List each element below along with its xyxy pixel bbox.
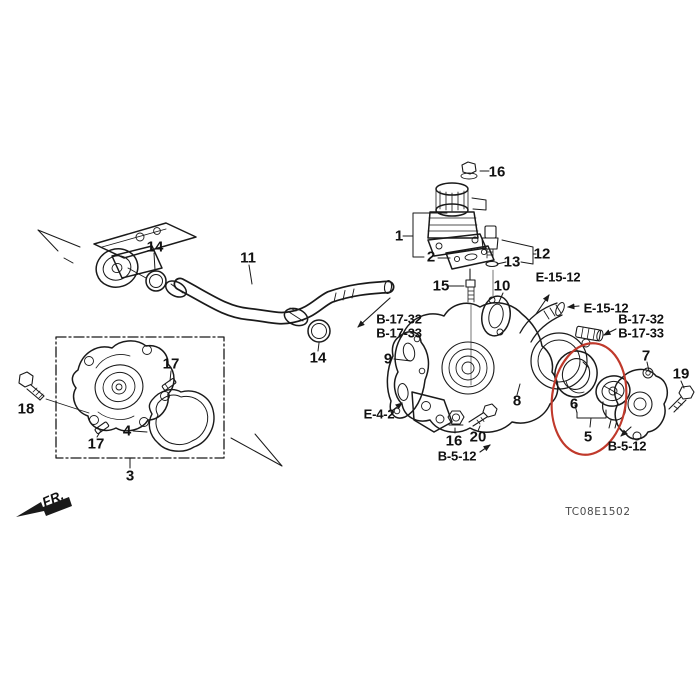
dowel-pin-17-upper-drawing	[161, 378, 177, 391]
part-label-10: 10	[493, 277, 511, 295]
ref-label-b-17-32-left: B-17-32	[376, 311, 422, 327]
part-label-7: 7	[641, 347, 651, 365]
highlight-ellipse	[550, 342, 628, 456]
water-pump-drawing	[71, 340, 175, 432]
ref-label-b-17-33-right: B-17-33	[618, 325, 664, 341]
part-label-16-top: 16	[488, 163, 506, 181]
leader-lines	[96, 170, 685, 469]
part-label-17-lower: 17	[87, 435, 105, 453]
nut-16-drawing	[447, 410, 465, 426]
part-label-20: 20	[469, 428, 487, 446]
ref-label-e-4-2: E-4-2	[363, 406, 395, 422]
stud-15-drawing	[465, 268, 476, 386]
ref-label-b-17-33-left: B-17-33	[376, 325, 422, 341]
water-pump-box	[55, 336, 225, 459]
hose-drawing	[164, 277, 395, 327]
part-label-2: 2	[426, 248, 436, 266]
part-label-19: 19	[672, 365, 690, 383]
upper-housing-drawing	[93, 222, 197, 288]
part-label-5: 5	[583, 428, 593, 446]
part-label-14-upper: 14	[146, 238, 164, 256]
part-label-13: 13	[503, 253, 521, 271]
part-label-17-upper: 17	[162, 355, 180, 373]
ref-label-b-5-12-right: B-5-12	[607, 438, 647, 454]
part-label-14-lower: 14	[309, 349, 327, 367]
bolt-19-drawing	[668, 385, 695, 413]
part-label-1: 1	[394, 227, 404, 245]
gasket-10-drawing	[481, 269, 511, 337]
thermostat-5-drawing	[595, 375, 631, 429]
bolt-20-drawing	[468, 403, 498, 427]
gasket-6-drawing	[554, 350, 598, 398]
water-passage-8-drawing	[393, 301, 604, 434]
gasket-4-drawing	[148, 388, 215, 452]
part-label-9: 9	[383, 350, 393, 368]
o-ring-14-lower-drawing	[307, 319, 331, 343]
dowel-pin-17-lower-drawing	[94, 421, 110, 435]
part-label-15: 15	[432, 277, 450, 295]
o-ring-14-upper-drawing	[145, 270, 167, 292]
ref-label-e-15-12-a: E-15-12	[535, 269, 581, 285]
assembly-pointer-lines	[37, 229, 283, 467]
part-label-8: 8	[512, 392, 522, 410]
part-label-18: 18	[17, 400, 35, 418]
ref-label-b-17-32-right: B-17-32	[618, 311, 664, 327]
part-label-3: 3	[125, 467, 135, 485]
reference-arrows	[357, 294, 632, 453]
diagram-code: TC08E1502	[565, 505, 631, 518]
gasket-9-drawing	[386, 331, 430, 419]
part-label-11: 11	[240, 249, 256, 267]
part-label-12: 12	[533, 245, 551, 263]
ref-label-b-5-12-left: B-5-12	[437, 448, 477, 464]
ref-label-e-15-12-b: E-15-12	[583, 300, 629, 316]
part-label-16-bottom: 16	[445, 432, 463, 450]
cover-7-drawing	[613, 367, 669, 441]
part-label-4: 4	[122, 422, 132, 440]
fr-arrow	[16, 497, 72, 517]
part-label-6: 6	[569, 395, 579, 413]
egr-valve-drawing	[427, 161, 487, 257]
bolt-18-drawing	[18, 371, 90, 414]
